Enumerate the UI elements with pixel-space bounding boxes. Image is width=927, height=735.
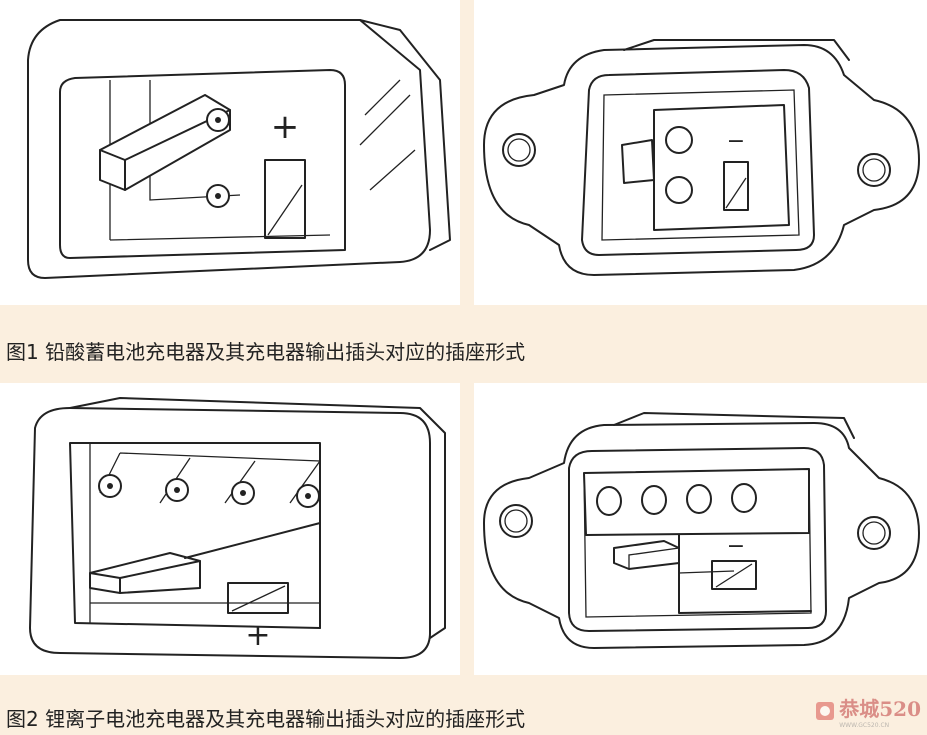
fig1-plug-plus-sign: + <box>271 107 300 147</box>
fig1-charger-plug-illustration: + <box>0 0 460 305</box>
fig1-plug-drawing: + <box>27 19 451 279</box>
figure2-caption: 图2 锂离子电池充电器及其充电器输出插头对应的插座形式 <box>6 707 526 731</box>
fig2-socket-illustration: − <box>474 383 927 675</box>
fig1-socket-drawing: − <box>483 39 920 276</box>
watermark-logo: 恭城520 WWW.GC520.CN <box>815 693 921 729</box>
fig1-socket-illustration: − <box>474 0 927 305</box>
fig2-plug-plus-sign: + <box>245 618 270 653</box>
watermark-text: 恭城520 <box>839 697 921 721</box>
figure1-caption: 图1 铅酸蓄电池充电器及其充电器输出插头对应的插座形式 <box>6 340 526 364</box>
fig2-charger-plug-illustration: + <box>0 383 460 675</box>
watermark-url: WWW.GC520.CN <box>839 722 890 729</box>
fig2-socket-minus-sign: − <box>727 534 745 559</box>
fig1-socket-minus-sign: − <box>727 129 745 154</box>
watermark-icon <box>816 702 835 720</box>
fig2-plug-drawing: + <box>29 397 446 659</box>
fig2-socket-drawing: − <box>483 412 920 649</box>
